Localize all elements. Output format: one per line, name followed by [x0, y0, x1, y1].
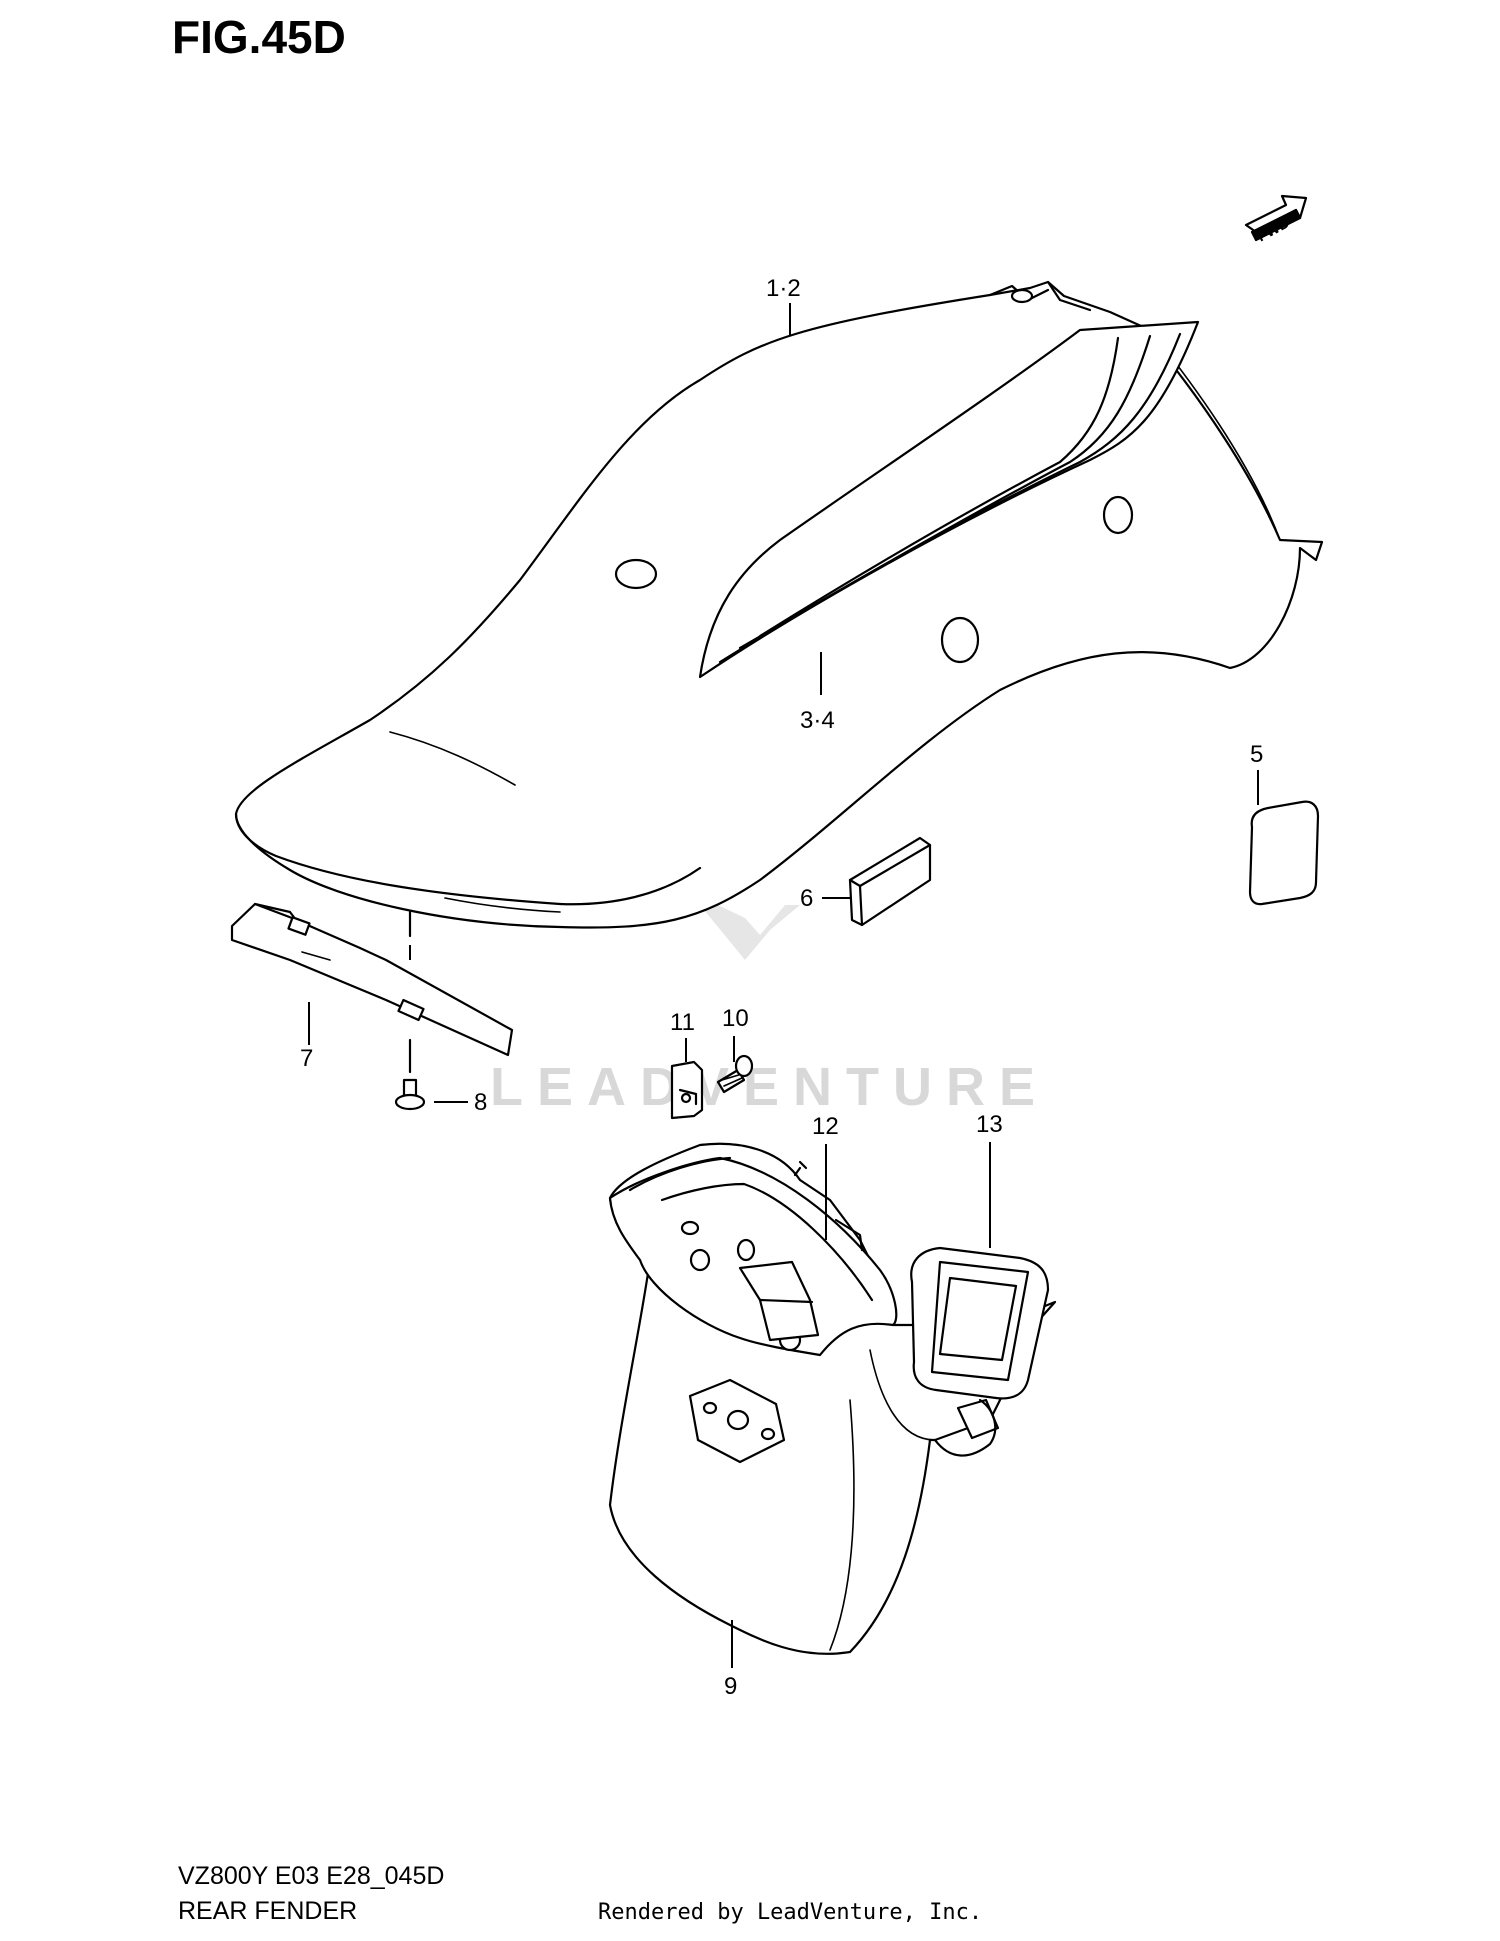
part-10-bolt — [716, 1054, 754, 1094]
callout-9: 9 — [724, 1673, 737, 1700]
watermark-text: LEADVENTURE — [490, 1057, 1049, 1117]
leader-lines — [308, 303, 1259, 1668]
fwd-arrow-icon: FWD — [1244, 194, 1308, 245]
part-5-pad — [1248, 800, 1320, 906]
part-13-grommet — [910, 1246, 1050, 1400]
figure-title: FIG.45D — [172, 11, 346, 63]
section-name: REAR FENDER — [178, 1897, 358, 1925]
callout-1-2: 1·2 — [766, 275, 801, 302]
rendered-by: Rendered by LeadVenture, Inc. — [598, 1900, 983, 1925]
callout-12: 12 — [812, 1113, 839, 1140]
callout-8: 8 — [474, 1089, 487, 1116]
part-7-bracket — [230, 902, 514, 1057]
callout-13: 13 — [976, 1111, 1003, 1138]
callout-6: 6 — [800, 885, 813, 912]
callout-7: 7 — [300, 1045, 313, 1072]
part-11-clip — [670, 1060, 704, 1120]
callout-10: 10 — [722, 1005, 749, 1032]
model-code: VZ800Y E03 E28_045D — [178, 1862, 445, 1890]
callout-3-4: 3·4 — [800, 707, 835, 734]
callout-5: 5 — [1250, 741, 1263, 768]
callout-labels: 1·2 3·4 5 6 7 8 9 10 11 12 13 — [300, 275, 1263, 1700]
part-6-reflector — [848, 836, 932, 927]
part-9-inner-fender — [608, 1142, 1057, 1655]
part-8-screw — [394, 910, 426, 1111]
callout-11: 11 — [670, 1009, 695, 1036]
fender-side-molding — [698, 320, 1200, 679]
